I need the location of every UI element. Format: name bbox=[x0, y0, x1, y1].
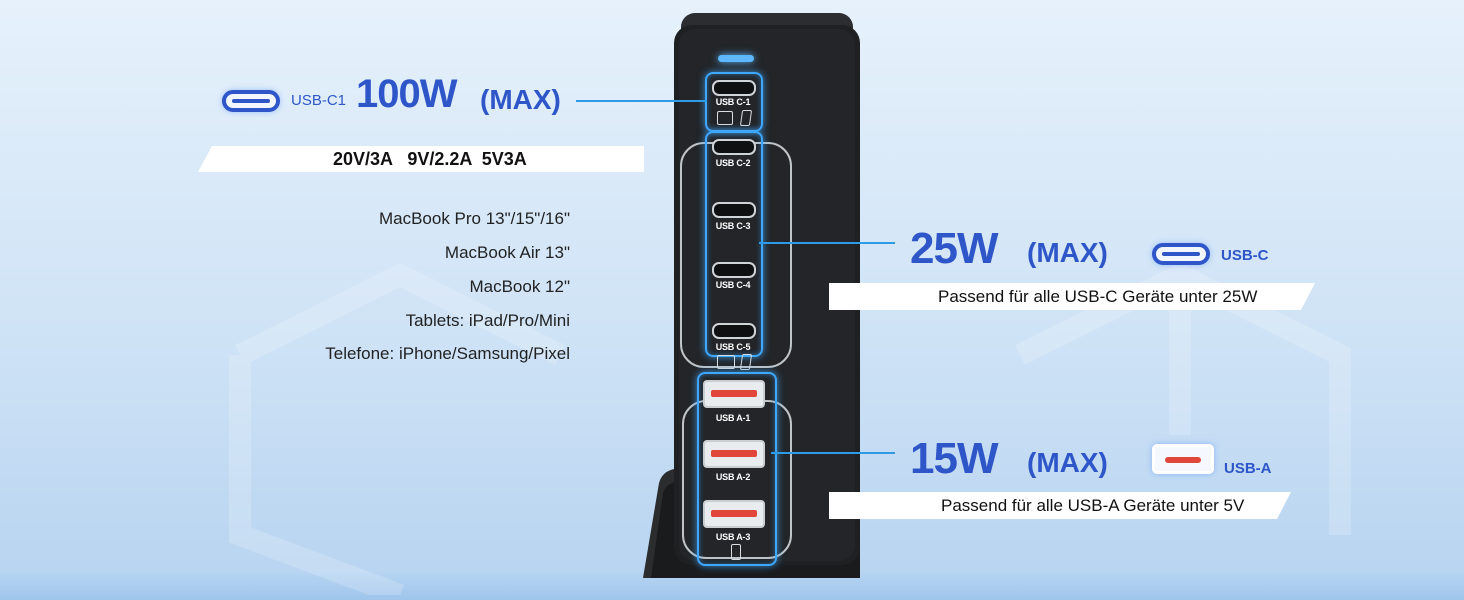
usb-a-power: 15W bbox=[910, 434, 998, 483]
usb-c1-port bbox=[712, 80, 756, 96]
usb-c4-port bbox=[712, 262, 756, 278]
usb-c2-port bbox=[712, 139, 756, 155]
usb-c5-label: USB C-5 bbox=[715, 342, 751, 352]
usb-c-max: (MAX) bbox=[1027, 237, 1108, 268]
usb-a-max: (MAX) bbox=[1027, 447, 1108, 478]
usb-c1-specs: 20V/3A 9V/2.2A 5V3A bbox=[333, 149, 527, 169]
usb-a3-label: USB A-3 bbox=[715, 532, 751, 542]
usb-a1-port bbox=[703, 380, 765, 408]
laptop-icon bbox=[717, 111, 733, 125]
compat-item: MacBook 12" bbox=[469, 277, 570, 296]
compat-item: Tablets: iPad/Pro/Mini bbox=[405, 311, 570, 330]
charging-station bbox=[643, 13, 860, 578]
usb-c4-label: USB C-4 bbox=[715, 280, 751, 290]
usb-a-group-highlight bbox=[697, 372, 777, 566]
compat-item: Telefone: iPhone/Samsung/Pixel bbox=[325, 344, 570, 363]
usb-a2-label: USB A-2 bbox=[715, 472, 751, 482]
usb-c2-label: USB C-2 bbox=[715, 158, 751, 168]
phone-icon bbox=[731, 544, 741, 560]
usb-c-connector bbox=[759, 242, 895, 244]
usb-a-icon bbox=[1152, 444, 1214, 474]
usb-c-tag: USB-C bbox=[1221, 247, 1269, 264]
usb-c1-icon bbox=[222, 90, 280, 112]
usb-c1-connector bbox=[576, 100, 707, 102]
status-light bbox=[718, 55, 754, 62]
usb-c-power: 25W bbox=[910, 224, 998, 273]
usb-c5-port bbox=[712, 323, 756, 339]
usb-c1-label: USB C-1 bbox=[715, 97, 751, 107]
usb-c1-specs-band bbox=[198, 146, 644, 172]
usb-a-desc: Passend für alle USB-A Geräte unter 5V bbox=[941, 496, 1245, 515]
usb-c-desc: Passend für alle USB-C Geräte unter 25W bbox=[938, 287, 1258, 306]
usb-a-desc-band bbox=[829, 492, 1291, 519]
usb-c1-tag: USB-C1 bbox=[291, 92, 347, 109]
usb-c-icon bbox=[1152, 243, 1210, 265]
usb-a-tag: USB-A bbox=[1224, 460, 1272, 477]
usb-c3-label: USB C-3 bbox=[715, 221, 751, 231]
usb-c-desc-band bbox=[829, 283, 1315, 310]
usb-a-connector bbox=[771, 452, 895, 454]
compat-item: MacBook Air 13" bbox=[444, 243, 570, 262]
compat-item: MacBook Pro 13"/15"/16" bbox=[378, 209, 570, 228]
usb-a1-label: USB A-1 bbox=[715, 413, 751, 423]
laptop-icon bbox=[717, 355, 735, 369]
usb-c1-max: (MAX) bbox=[480, 84, 561, 115]
usb-c1-power: 100W bbox=[356, 72, 457, 116]
usb-a2-port bbox=[703, 440, 765, 468]
usb-a3-port bbox=[703, 500, 765, 528]
usb-c3-port bbox=[712, 202, 756, 218]
